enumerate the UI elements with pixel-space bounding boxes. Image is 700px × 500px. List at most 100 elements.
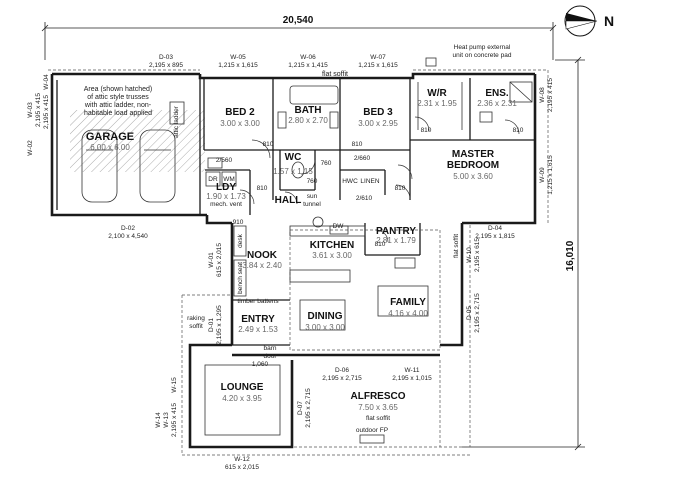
d02-label: D-02 xyxy=(121,225,135,232)
family-furniture xyxy=(299,285,429,331)
ens-size: 2.36 x 2.31 xyxy=(477,99,517,108)
wc-name: WC xyxy=(285,152,302,163)
master-size: 5.00 x 3.60 xyxy=(453,172,493,181)
w12-size: 615 x 2,015 xyxy=(225,464,259,471)
mech-vent-label: mech. vent xyxy=(210,201,242,208)
d06-size: 2,195 x 2,715 xyxy=(322,375,362,382)
door-2660-linen: 2/660 xyxy=(354,155,371,162)
door-swings xyxy=(239,116,520,243)
barn-door-label-1: barn xyxy=(263,345,276,352)
interior-walls xyxy=(199,78,535,346)
wr-size: 2.31 x 1.95 xyxy=(417,99,457,108)
door-760-bath: 760 xyxy=(307,178,318,185)
north-label: N xyxy=(604,13,614,29)
flat-soffit-top: flat soffit xyxy=(322,71,348,78)
w01-label: W-01 xyxy=(208,252,215,268)
bed2-size: 3.00 x 3.00 xyxy=(220,119,260,128)
flat-soffit-alfresco: flat soffit xyxy=(366,415,390,422)
master-name: MASTER xyxy=(452,149,495,160)
nook-name: NOOK xyxy=(247,250,278,261)
outdoor-fireplace xyxy=(359,434,385,444)
d04-label: D-04 xyxy=(488,225,502,232)
ensuite-fixtures xyxy=(417,81,533,130)
w15-label: W-15 xyxy=(171,377,178,393)
w03-label: W-03 xyxy=(27,102,34,118)
d04-size: 2,195 x 1,815 xyxy=(475,233,515,240)
raking-soffit-label-1: raking xyxy=(187,315,205,322)
dashed-roof-outlines xyxy=(48,69,549,456)
timber-battens-label: timber battens xyxy=(237,298,279,305)
w11-label: W-11 xyxy=(405,367,420,374)
desk-label: desk xyxy=(237,233,244,247)
family-name: FAMILY xyxy=(390,297,426,308)
w05-label: W-05 xyxy=(230,54,246,61)
w13-label: W-13 xyxy=(163,412,170,428)
door-2610-hwc: 2/610 xyxy=(356,195,373,202)
sun-tunnel-label-2: tunnel xyxy=(303,201,321,208)
pantry-name: PANTRY xyxy=(376,226,416,237)
w10-size: 2,195 x 615 xyxy=(474,238,481,272)
bed3-size: 3.00 x 2.95 xyxy=(358,119,398,128)
ens-name: ENS. xyxy=(485,88,509,99)
bath-fixtures xyxy=(277,85,339,179)
w10-label: W-10 xyxy=(466,247,473,263)
ldy-size: 1.90 x 1.73 xyxy=(206,192,246,201)
nook-fixtures xyxy=(233,225,247,297)
w1314-size: 2,195 x 415 xyxy=(171,403,178,437)
w09-size: 1,215 x 1,615 xyxy=(547,155,554,195)
flat-soffit-right: flat soffit xyxy=(453,234,460,258)
heat-pump-unit xyxy=(425,57,437,67)
heat-pump-note-2: unit on concrete pad xyxy=(453,52,512,59)
bed2-name: BED 2 xyxy=(225,107,255,118)
master-name-2: BEDROOM xyxy=(447,160,499,171)
hall-name: HALL xyxy=(275,195,302,206)
garage-size: 6.00 x 6.00 xyxy=(90,143,130,152)
door-810-bed2: 810 xyxy=(263,141,274,148)
attic-note-3: with attic ladder, non- xyxy=(84,102,152,109)
door-810-pantry: 810 xyxy=(375,241,386,248)
door-760-wc: 760 xyxy=(321,160,332,167)
alfresco-size: 7.50 x 3.65 xyxy=(358,403,398,412)
dining-name: DINING xyxy=(308,311,343,322)
w12-label: W-12 xyxy=(234,456,250,463)
ldy-name: LDY xyxy=(216,182,236,193)
d02-size: 2,100 x 4,540 xyxy=(108,233,148,240)
w09-label: W-09 xyxy=(539,167,546,183)
garage-cars xyxy=(81,129,176,203)
w05-size: 1,215 x 1,615 xyxy=(218,62,258,69)
d03-label: D-03 xyxy=(159,54,173,61)
w04-label: W-04 xyxy=(43,74,50,90)
w06-size: 1,215 x 1,415 xyxy=(288,62,328,69)
w08-label: W-08 xyxy=(539,87,546,103)
exterior-walls xyxy=(50,72,537,449)
w04-size: 2,195 x 415 xyxy=(43,95,50,129)
attic-note-4: habitable load applied xyxy=(84,110,152,117)
door-810-bed3: 810 xyxy=(352,141,363,148)
linen-label: LINEN xyxy=(360,178,379,185)
w03-size: 2,195 x 415 xyxy=(35,93,42,127)
attic-hatch-area xyxy=(70,110,205,172)
lounge-size: 4.20 x 3.95 xyxy=(222,394,262,403)
wr-name: W/R xyxy=(427,88,447,99)
d03-size: 2,195 x 895 xyxy=(149,62,183,69)
w14-label: W-14 xyxy=(155,412,162,428)
w07-label: W-07 xyxy=(370,54,386,61)
kitchen-size: 3.61 x 3.00 xyxy=(312,251,352,260)
d06-label: D-06 xyxy=(335,367,349,374)
door-810-ldy: 810 xyxy=(257,185,268,192)
sun-tunnel-label-1: sun xyxy=(307,193,318,200)
alfresco-name: ALFRESCO xyxy=(351,391,406,402)
lounge-name: LOUNGE xyxy=(221,382,264,393)
hwc-label: HWC xyxy=(342,178,358,185)
d1060-label: 1,060 xyxy=(252,361,269,368)
north-arrow-icon: N xyxy=(564,5,614,37)
wc-size: 1.57 x 1.15 xyxy=(273,167,313,176)
bath-size: 2.80 x 2.70 xyxy=(288,116,328,125)
d01-label: D-01 xyxy=(208,318,215,332)
garage-name: GARAGE xyxy=(86,131,134,143)
door-810-master: 810 xyxy=(395,185,406,192)
attic-ladder-label: attic ladder xyxy=(173,105,180,138)
outdoor-fp-label: outdoor FP xyxy=(356,427,388,434)
heat-pump-note-1: Heat pump external xyxy=(454,44,511,51)
